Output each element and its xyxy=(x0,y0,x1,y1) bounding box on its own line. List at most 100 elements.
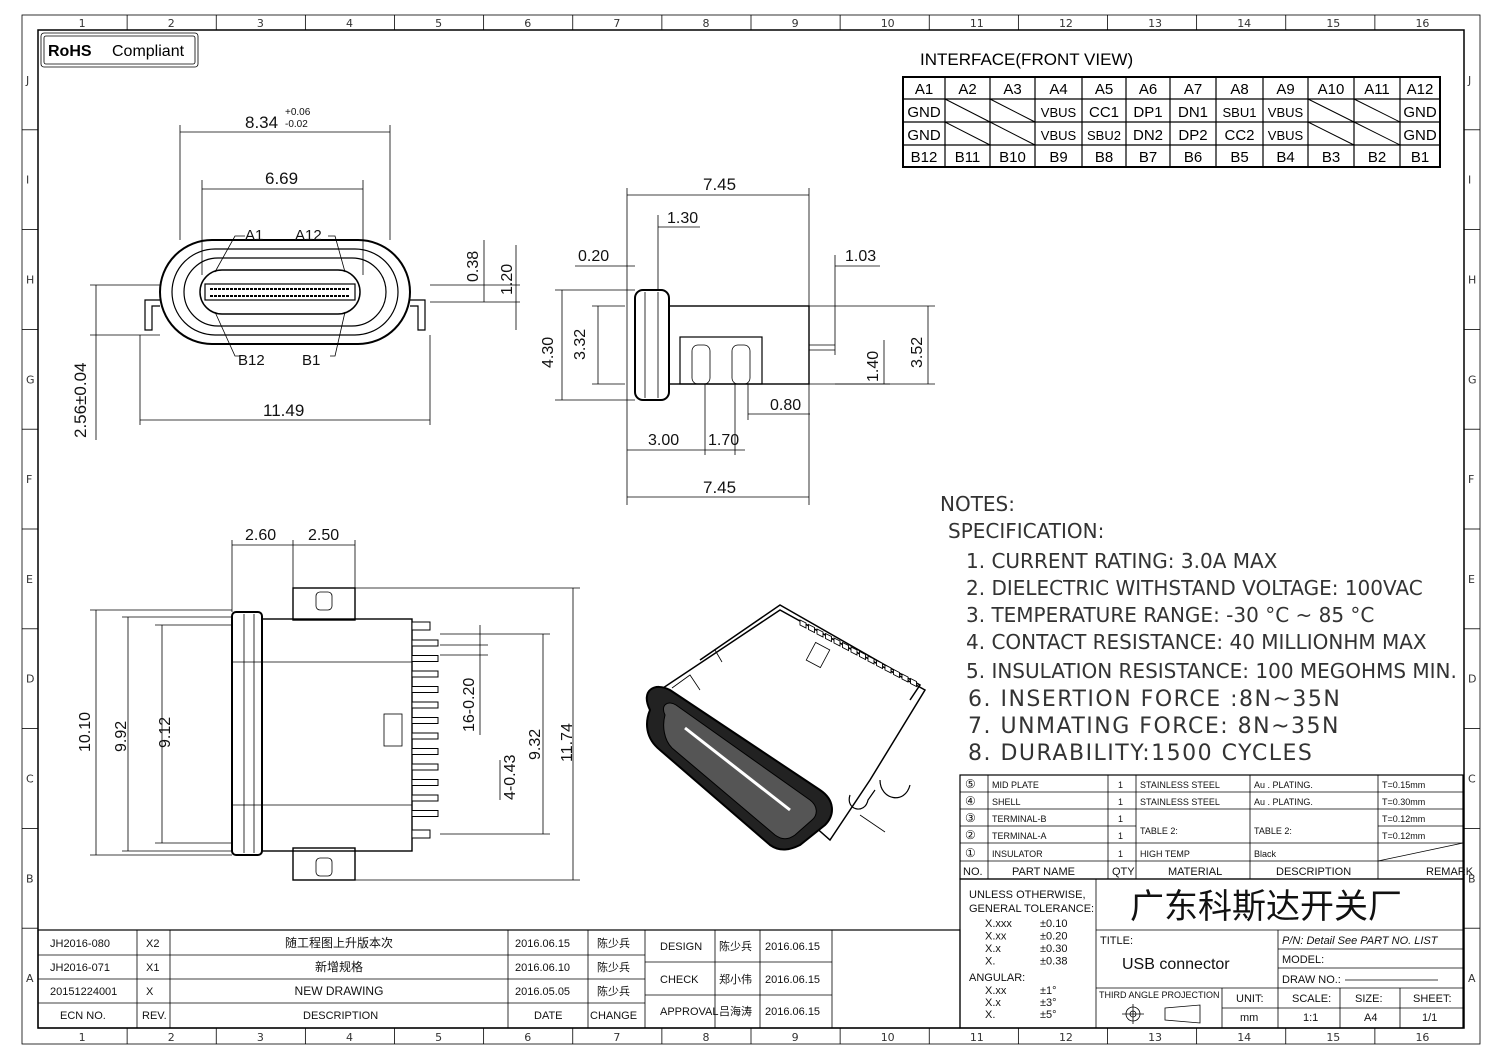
zone-col-bottom-4: 4 xyxy=(346,1031,353,1044)
tol-line2: GENERAL TOLERANCE: xyxy=(969,903,1094,915)
zone-col-bottom-8: 8 xyxy=(702,1031,709,1044)
rev-date-2: 2016.05.05 xyxy=(515,986,570,998)
label-b12: B12 xyxy=(238,352,265,369)
scale-label: SCALE: xyxy=(1292,993,1331,1005)
bom-header-qty: QTY xyxy=(1112,866,1135,878)
interface-cell-bottom-7: B5 xyxy=(1230,149,1248,166)
dim-1-20: 1.20 xyxy=(499,264,516,295)
bom-name-2: TERMINAL-B xyxy=(992,814,1047,824)
bom-no-4: ① xyxy=(965,846,976,860)
tol-key-2: X.x xyxy=(985,943,1001,955)
title-block: UNLESS OTHERWISE, GENERAL TOLERANCE: X.x… xyxy=(959,878,1464,1029)
unit-label: UNIT: xyxy=(1236,993,1264,1005)
zone-col-top-9: 9 xyxy=(792,17,799,30)
rev-header-rev: REV. xyxy=(142,1010,167,1022)
interface-cell-top-6: A7 xyxy=(1184,81,1202,98)
sheet-label: SHEET: xyxy=(1413,993,1452,1005)
zone-col-top-8: 8 xyxy=(702,17,709,30)
bom-desc-0: Au . PLATING. xyxy=(1254,780,1313,790)
zone-col-top-1: 1 xyxy=(79,17,86,30)
interface-cell-top-7: A8 xyxy=(1230,81,1248,98)
rev-change-1: 陈少兵 xyxy=(597,960,630,974)
dim-8-34: 8.34 xyxy=(245,113,278,132)
interface-cell-top-9: A10 xyxy=(1318,81,1345,98)
note-1: 1. CURRENT RATING: 3.0A MAX xyxy=(966,549,1278,573)
tol-key-0: X.xxx xyxy=(985,918,1012,930)
company-name: 广东科斯达开关厂 xyxy=(1130,888,1402,926)
dim-3-52: 3.52 xyxy=(909,337,926,368)
sign-name-1: 郑小伟 xyxy=(719,972,752,986)
size-value: A4 xyxy=(1364,1012,1377,1024)
rev-rev-1: X1 xyxy=(146,962,159,974)
bom-header-remark: REMARK xyxy=(1426,866,1474,878)
top-view: 2.60 2.50 10.10 9.92 9.12 16-0.20 4-0.43… xyxy=(77,527,580,881)
interface-cell-top-5: A6 xyxy=(1139,81,1157,98)
dim-7-45-bottom: 7.45 xyxy=(703,478,736,497)
zone-col-top-12: 12 xyxy=(1059,17,1073,30)
zone-col-top-3: 3 xyxy=(257,17,264,30)
interface-cell-rowB-3: VBUS xyxy=(1041,128,1077,143)
rohs-badge: RoHS Compliant xyxy=(40,32,199,68)
tol-key-3: X. xyxy=(985,956,995,968)
unit-value: mm xyxy=(1240,1012,1258,1024)
zone-row-right-F: F xyxy=(1468,473,1474,486)
rev-date-0: 2016.06.15 xyxy=(515,938,570,950)
interface-cell-rowB-5: DN2 xyxy=(1133,127,1163,144)
zone-row-left-B: B xyxy=(26,872,34,885)
zone-row-left-A: A xyxy=(26,972,34,985)
bom-no-3: ② xyxy=(965,828,976,842)
rev-change-0: 陈少兵 xyxy=(597,936,630,950)
interface-cell-bottom-5: B7 xyxy=(1139,149,1157,166)
tol-ang-val-0: ±1° xyxy=(1040,985,1057,997)
bom-qty-0: 1 xyxy=(1118,780,1123,790)
note-8: 8. DURABILITY:1500 CYCLES xyxy=(968,741,1313,766)
projection-symbol-icon xyxy=(1122,1004,1201,1024)
bom-desc-4: Black xyxy=(1254,849,1277,859)
tol-val-1: ±0.20 xyxy=(1040,931,1067,943)
tol-ang-val-1: ±3° xyxy=(1040,997,1057,1009)
sign-name-0: 陈少兵 xyxy=(719,939,752,953)
zone-col-bottom-10: 10 xyxy=(881,1031,895,1044)
zone-col-bottom-6: 6 xyxy=(524,1031,531,1044)
draw-no-label: DRAW NO.: xyxy=(1282,974,1341,986)
dim-8-34-tol-minus: -0.02 xyxy=(285,119,308,130)
interface-cell-top-1: A2 xyxy=(958,81,976,98)
projection-label: THIRD ANGLE PROJECTION xyxy=(1099,990,1220,1000)
bom-qty-3: 1 xyxy=(1118,831,1123,841)
note-7: 7. UNMATING FORCE: 8N~35N xyxy=(968,714,1340,739)
dim-0-38: 0.38 xyxy=(465,251,482,282)
tol-ang-key-0: X.xx xyxy=(985,985,1007,997)
dim-7-45-top: 7.45 xyxy=(703,175,736,194)
rohs-label: RoHS xyxy=(48,43,92,60)
bom-header-material: MATERIAL xyxy=(1168,866,1222,878)
label-a12: A12 xyxy=(295,227,322,244)
bom-remark-3: T=0.12mm xyxy=(1382,831,1425,841)
zone-col-top-15: 15 xyxy=(1326,17,1340,30)
rev-ecn-0: JH2016-080 xyxy=(50,938,110,950)
zone-row-left-G: G xyxy=(26,373,35,386)
zone-row-right-B: B xyxy=(1468,872,1476,885)
bom-no-0: ⑤ xyxy=(965,777,976,791)
bom-no-2: ③ xyxy=(965,811,976,825)
interface-cell-bottom-6: B6 xyxy=(1184,149,1202,166)
tol-ang-key-2: X. xyxy=(985,1009,995,1021)
rev-rev-0: X2 xyxy=(146,938,159,950)
dim-4-0-43: 4-0.43 xyxy=(502,755,519,800)
zone-col-bottom-14: 14 xyxy=(1237,1031,1251,1044)
sign-date-2: 2016.06.15 xyxy=(765,1006,820,1018)
note-2: 2. DIELECTRIC WITHSTAND VOLTAGE: 100VAC xyxy=(966,576,1423,600)
dim-1-30: 1.30 xyxy=(667,210,698,227)
title-label: TITLE: xyxy=(1100,935,1133,947)
sign-role-0: DESIGN xyxy=(660,941,702,953)
dim-1-03: 1.03 xyxy=(845,248,876,265)
dim-1-70: 1.70 xyxy=(708,432,739,449)
dim-11-74: 11.74 xyxy=(559,723,576,762)
note-6: 6. INSERTION FORCE :8N~35N xyxy=(968,687,1341,712)
interface-cell-bottom-11: B1 xyxy=(1411,149,1429,166)
dim-2-60: 2.60 xyxy=(245,527,276,544)
interface-cell-rowB-11: GND xyxy=(1403,127,1437,144)
dim-1-40: 1.40 xyxy=(865,351,882,382)
zone-col-top-6: 6 xyxy=(524,17,531,30)
